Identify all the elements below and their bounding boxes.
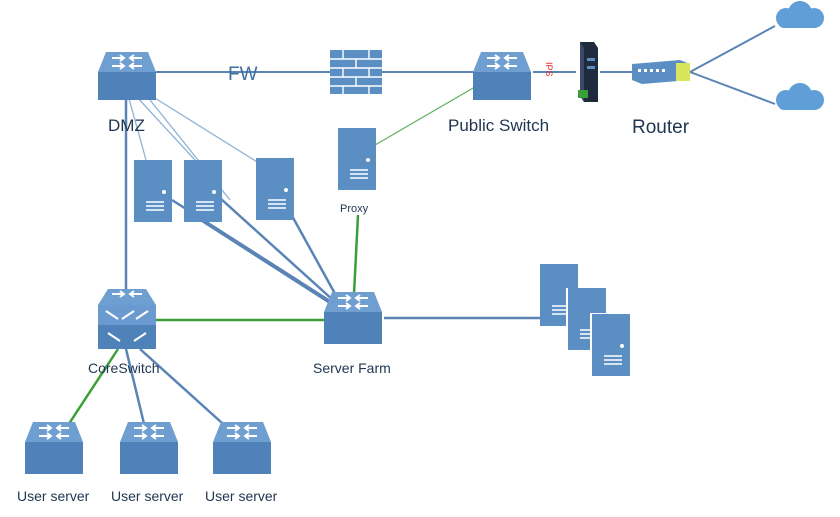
router-label: Router <box>632 117 690 138</box>
dmz-server-1-icon[interactable] <box>133 159 173 223</box>
ips-label: IPS <box>544 62 554 77</box>
proxy-server-icon[interactable] <box>337 127 377 191</box>
server-stack[interactable] <box>539 263 631 377</box>
proxy-label: Proxy <box>340 203 369 215</box>
user-server-2-label: User server <box>111 488 184 504</box>
fw-label: FW <box>228 64 258 85</box>
ips-device-icon[interactable] <box>578 42 598 102</box>
dmz-server-3-icon[interactable] <box>255 157 295 221</box>
link-public-switch-proxy <box>374 83 481 146</box>
link-dmz-server-3 <box>149 94 263 166</box>
link-router-cloud-top <box>689 25 776 73</box>
link-dmz-server-2 <box>134 94 196 161</box>
links <box>54 25 776 446</box>
public-switch-label: Public Switch <box>448 116 549 135</box>
core-switch-icon[interactable] <box>97 288 157 350</box>
link-server2b-farm <box>184 208 345 314</box>
user-switch-2-body <box>120 446 178 474</box>
core-switch-label: CoreSwitch <box>88 360 160 376</box>
user-switch-1-body <box>25 446 83 474</box>
server-farm-switch-body <box>324 316 382 344</box>
internet-cloud-icon-top <box>776 1 824 28</box>
user-server-3-label: User server <box>205 488 278 504</box>
internet-cloud-icon-bottom <box>776 83 824 110</box>
dmz-server-2-icon[interactable] <box>183 159 223 223</box>
link-router-cloud-bottom <box>689 71 776 105</box>
firewall-icon[interactable] <box>330 50 382 94</box>
router-icon[interactable] <box>632 60 690 84</box>
link-dmz-server-1 <box>127 94 147 161</box>
server-farm-label: Server Farm <box>313 360 391 376</box>
user-server-1-label: User server <box>17 488 90 504</box>
link-proxy-farm <box>352 214 360 295</box>
public-switch-body <box>473 76 531 100</box>
dmz-label: DMZ <box>108 116 145 135</box>
link-server2-farm <box>199 179 345 311</box>
stack-server-3-icon <box>591 313 631 377</box>
link-coreswitch-user2 <box>124 348 148 433</box>
link-coreswitch-user3 <box>139 348 233 433</box>
dmz-switch-body <box>98 76 156 100</box>
user-switch-3-body <box>213 446 271 474</box>
